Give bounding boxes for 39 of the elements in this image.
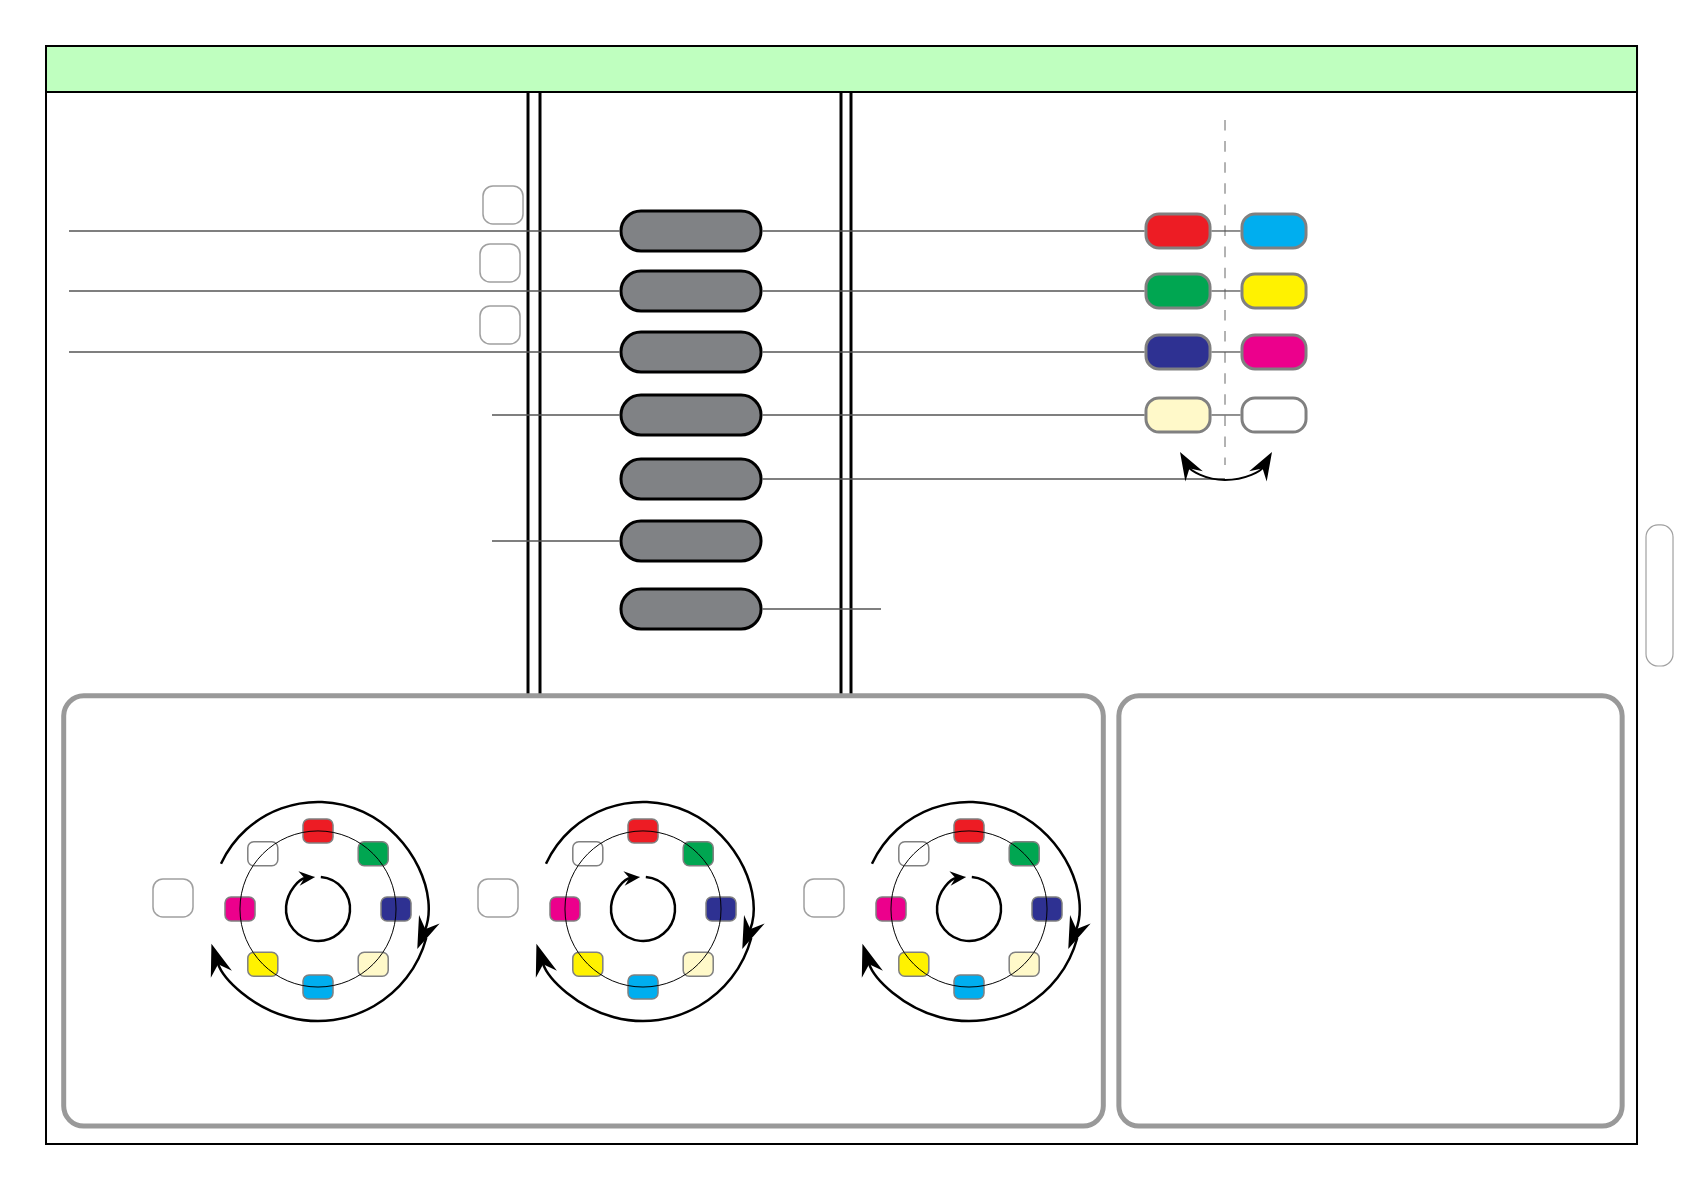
empty-box [477, 878, 519, 918]
connector-line [491, 540, 621, 542]
panel-frame [1116, 693, 1625, 1129]
key-button [619, 519, 763, 563]
color-button [1144, 272, 1212, 310]
connector-line [68, 351, 621, 353]
empty-box [479, 243, 521, 283]
connector-line [761, 290, 1146, 292]
color-button [1240, 212, 1308, 250]
color-button [1240, 272, 1308, 310]
connector-line [1210, 290, 1242, 292]
key-button [619, 269, 763, 313]
color-button [1240, 396, 1308, 434]
connector-line [761, 478, 1226, 480]
empty-box [803, 878, 845, 918]
connector-line [761, 230, 1146, 232]
color-button [1144, 212, 1212, 250]
connector-line [68, 230, 621, 232]
connector-line [491, 414, 621, 416]
side-tab [1645, 524, 1674, 667]
empty-box [152, 878, 194, 918]
color-button [1240, 333, 1308, 371]
key-button [619, 330, 763, 374]
connector-line [761, 351, 1146, 353]
empty-box [482, 185, 524, 225]
connector-line [1210, 230, 1242, 232]
empty-box [479, 305, 521, 345]
key-button [619, 587, 763, 631]
connector-line [761, 608, 882, 610]
connector-line [761, 414, 1146, 416]
color-button [1144, 396, 1212, 434]
key-button [619, 457, 763, 501]
panel-frame [61, 693, 1106, 1129]
connector-line [1210, 351, 1242, 353]
connector-line [68, 290, 621, 292]
key-button [619, 209, 763, 253]
color-button [1144, 333, 1212, 371]
key-button [619, 393, 763, 437]
connector-line [1210, 414, 1242, 416]
